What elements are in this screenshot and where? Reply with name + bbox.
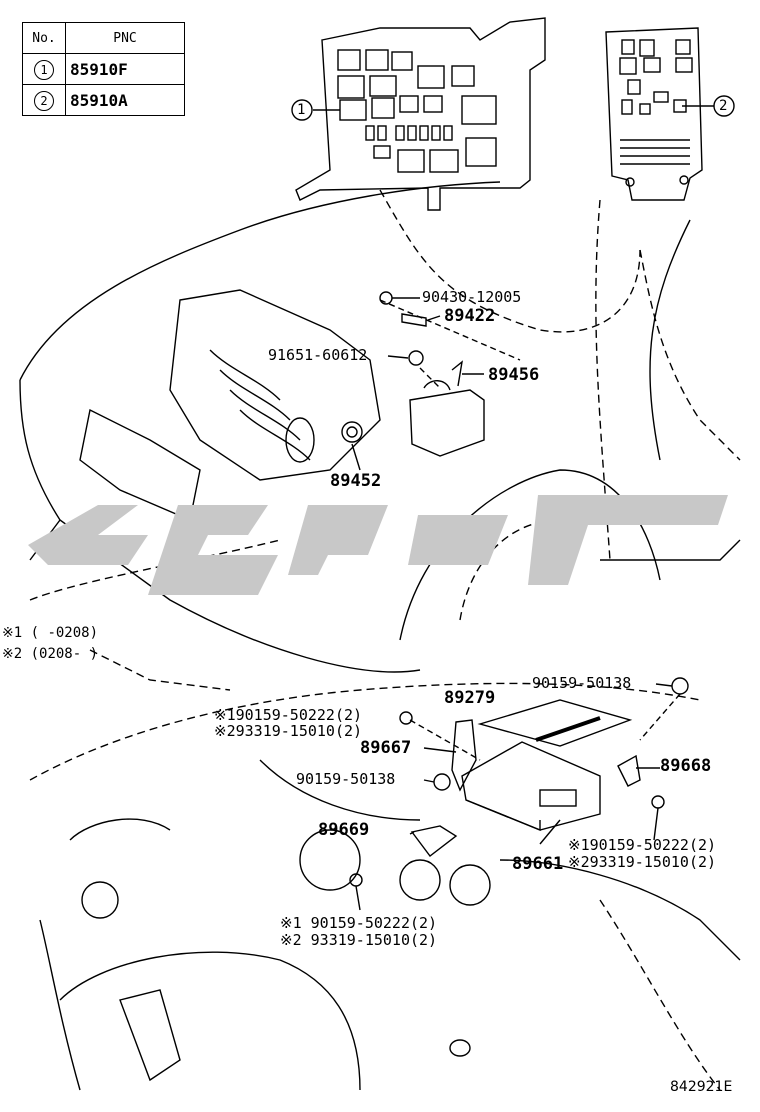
part-label-bolt-c1: ※190159-50222(2) <box>568 836 717 854</box>
fuse-box-1-drawing <box>295 17 546 211</box>
header-no: No. <box>22 22 66 54</box>
part-label-89452: 89452 <box>330 471 382 491</box>
part-label-89661: 89661 <box>512 854 564 874</box>
part-label-89279: 89279 <box>444 688 496 708</box>
part-label-bolt-b1: ※1 90159-50222(2) <box>280 914 438 932</box>
part-label-89669: 89669 <box>318 820 370 840</box>
figure-id: 842921E <box>670 1079 733 1095</box>
callout-2: 2 <box>719 98 728 114</box>
part-label-bolt-c2: ※293319-15010(2) <box>568 853 717 871</box>
ecu-drawing <box>349 677 689 887</box>
pnc-table-header: No. PNC <box>22 22 185 54</box>
part-label-90159-left: 90159-50138 <box>296 770 396 788</box>
part-label-bolt-a2: ※293319-15010(2) <box>214 722 363 740</box>
fuse-box-2-drawing <box>605 27 703 201</box>
callout-1: 1 <box>297 102 306 118</box>
engine-drawing <box>169 289 381 481</box>
part-label-91651: 91651-60612 <box>268 346 368 364</box>
watermark-logo <box>28 495 728 595</box>
part-label-90159-top: 90159-50138 <box>532 674 632 692</box>
part-label-89456: 89456 <box>488 365 540 385</box>
dashboard-drawing <box>29 682 741 1091</box>
part-label-89667: 89667 <box>360 738 412 758</box>
row-number: 2 <box>34 90 54 111</box>
note-2: ※2 (0208- ) <box>2 646 99 662</box>
part-label-89422: 89422 <box>444 306 496 326</box>
header-pnc: PNC <box>65 22 185 54</box>
note-1: ※1 ( -0208) <box>2 625 99 641</box>
pnc-table-row: 2 85910A <box>22 84 185 116</box>
row-number: 1 <box>34 59 54 80</box>
row-pnc: 85910A <box>65 84 185 116</box>
row-pnc: 85910F <box>65 53 185 85</box>
part-label-bolt-b2: ※2 93319-15010(2) <box>280 931 438 949</box>
pnc-table: No. PNC 1 85910F 2 85910A <box>22 22 185 116</box>
part-label-89668: 89668 <box>660 756 712 776</box>
pnc-table-row: 1 85910F <box>22 53 185 85</box>
car-body-drawing <box>19 181 741 691</box>
part-label-90430: 90430-12005 <box>422 288 522 306</box>
part-label-bolt-a1: ※190159-50222(2) <box>214 706 363 724</box>
